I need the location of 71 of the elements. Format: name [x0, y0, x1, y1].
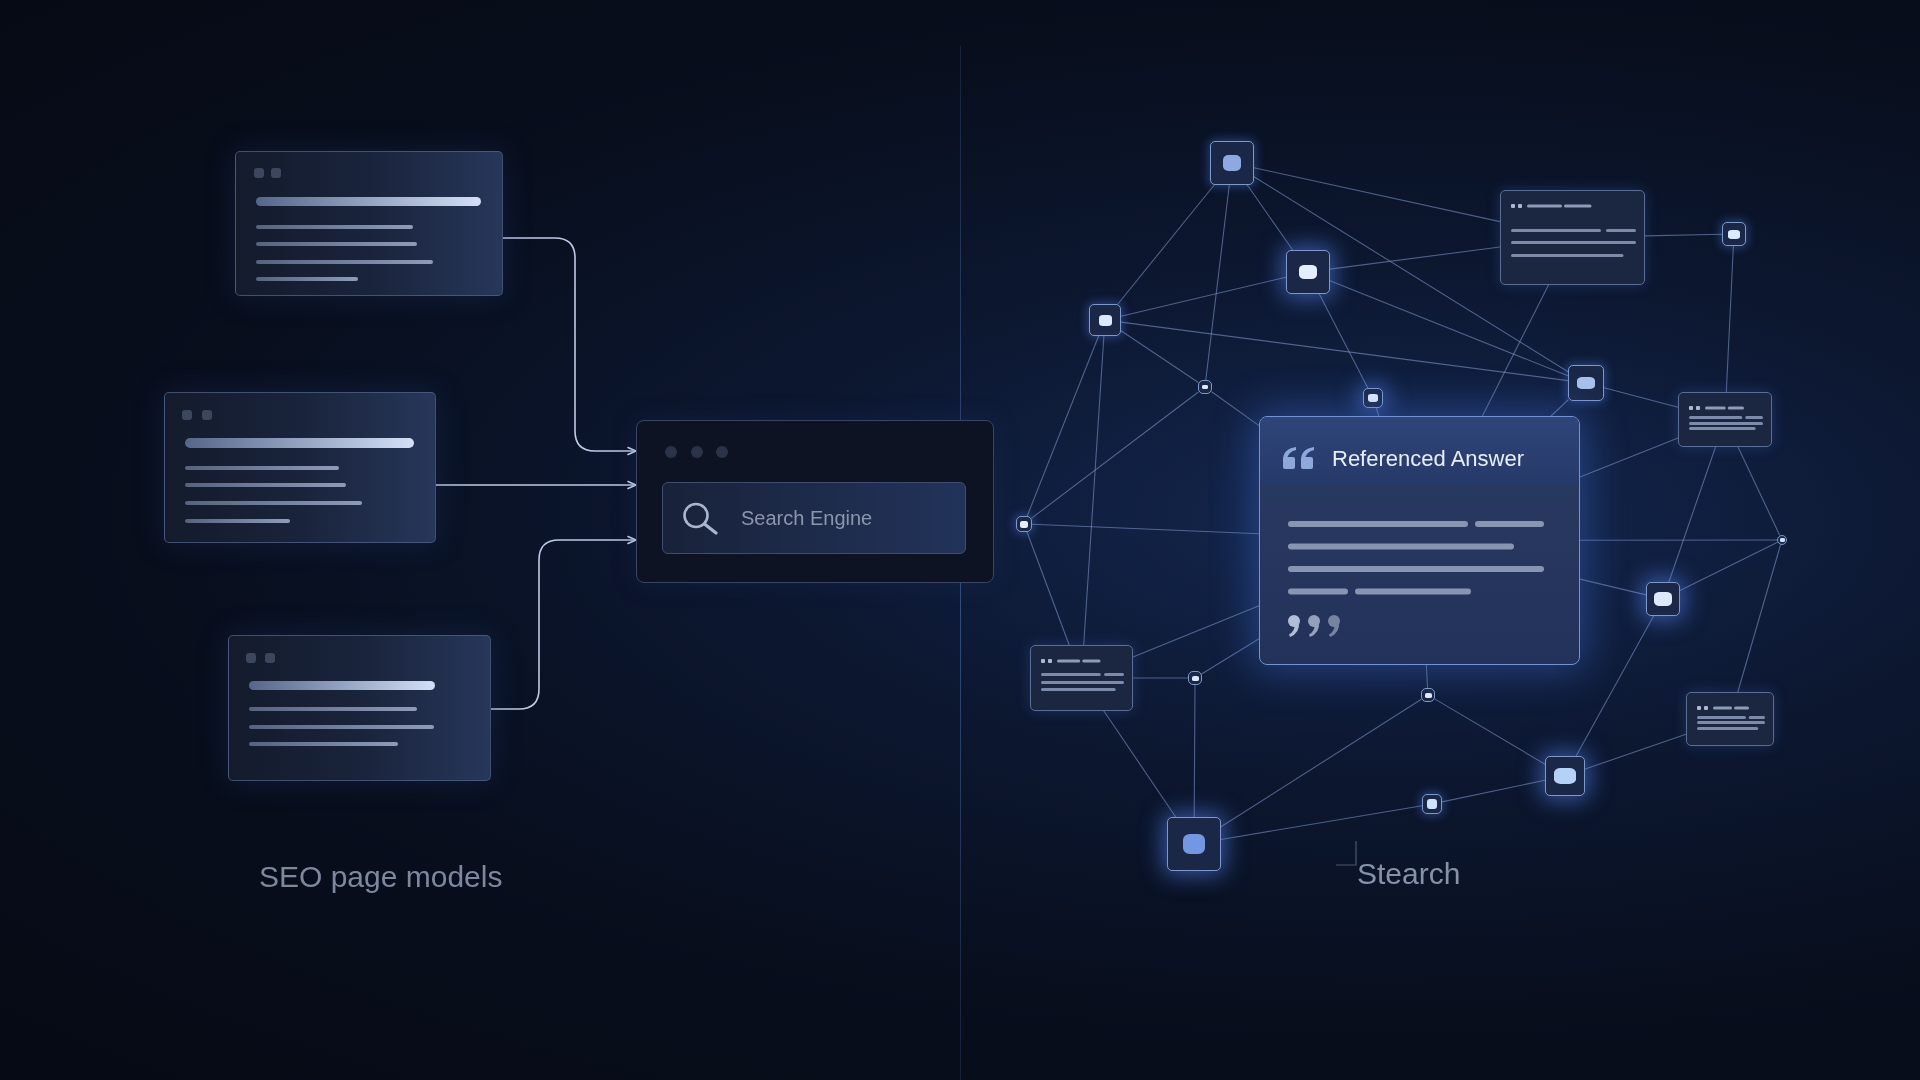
network-node [1545, 756, 1585, 796]
document-card [1686, 692, 1774, 746]
connector-line [1725, 245, 1734, 393]
connector-line [1737, 544, 1782, 693]
page-card [235, 151, 503, 296]
document-card [1500, 190, 1645, 285]
connector-line [1026, 531, 1070, 646]
connector-line [1318, 293, 1369, 389]
network-node [1210, 141, 1254, 185]
placeholder-text: Search Engine [741, 506, 873, 531]
network-node [1568, 365, 1604, 401]
connector-line [1441, 779, 1546, 803]
connector-line [1329, 246, 1501, 270]
connector-line [1575, 615, 1655, 757]
connector-line [1031, 391, 1199, 519]
connector-line [1220, 805, 1423, 841]
connector-line [1579, 437, 1679, 478]
connector-line [1434, 698, 1546, 765]
search-panel [636, 420, 994, 583]
connector-line [1481, 284, 1550, 417]
network-node [1422, 794, 1442, 814]
network-node [1089, 304, 1121, 336]
connector-line [1117, 184, 1215, 305]
page-card [228, 635, 491, 781]
network-node [1363, 388, 1383, 408]
section-label: SEO page models [259, 862, 503, 892]
connector-line [1220, 698, 1422, 828]
connector-line [1132, 677, 1189, 679]
connector-line [1375, 407, 1380, 417]
network-node [1722, 222, 1746, 246]
connector-line [1120, 330, 1199, 383]
connector-line [1193, 684, 1196, 818]
network-node [1198, 380, 1212, 394]
connector-line [1083, 335, 1105, 646]
connector-line [1603, 387, 1679, 408]
connector-line [1246, 184, 1294, 251]
connector-line [1201, 638, 1260, 675]
network-node [1016, 516, 1032, 532]
document-card [1030, 645, 1133, 711]
connector-line [1668, 446, 1717, 583]
connector-line [1103, 710, 1177, 818]
connector-line [1026, 335, 1100, 517]
network-node [1167, 817, 1221, 871]
network-node [1646, 582, 1680, 616]
answer-card [1259, 416, 1580, 665]
connector-line [1737, 446, 1781, 536]
network-node [1421, 688, 1435, 702]
connector-line [1579, 578, 1647, 596]
connector-line [1120, 321, 1569, 382]
arrow [490, 535, 637, 710]
connector-line [1329, 280, 1569, 377]
connector-line [1253, 167, 1501, 223]
network-node [1188, 671, 1202, 685]
connector-line [1584, 733, 1687, 770]
arrow [502, 237, 637, 456]
connector-line [1031, 523, 1260, 535]
connector-line [1205, 184, 1230, 381]
arrow [435, 480, 637, 490]
network-node [1286, 250, 1330, 294]
connector-line [1579, 539, 1778, 541]
connector-line [1679, 541, 1778, 592]
document-card [1678, 392, 1772, 447]
connector-line [1253, 176, 1569, 373]
connector-line [1132, 605, 1260, 658]
connector-line [1644, 233, 1723, 237]
section-label: Stearch [1357, 859, 1461, 889]
connector-line [1550, 399, 1569, 417]
card-title: Referenced Answer [1332, 444, 1524, 473]
connector-line [1120, 276, 1287, 317]
page-card [164, 392, 436, 543]
connector-line [1211, 391, 1260, 427]
